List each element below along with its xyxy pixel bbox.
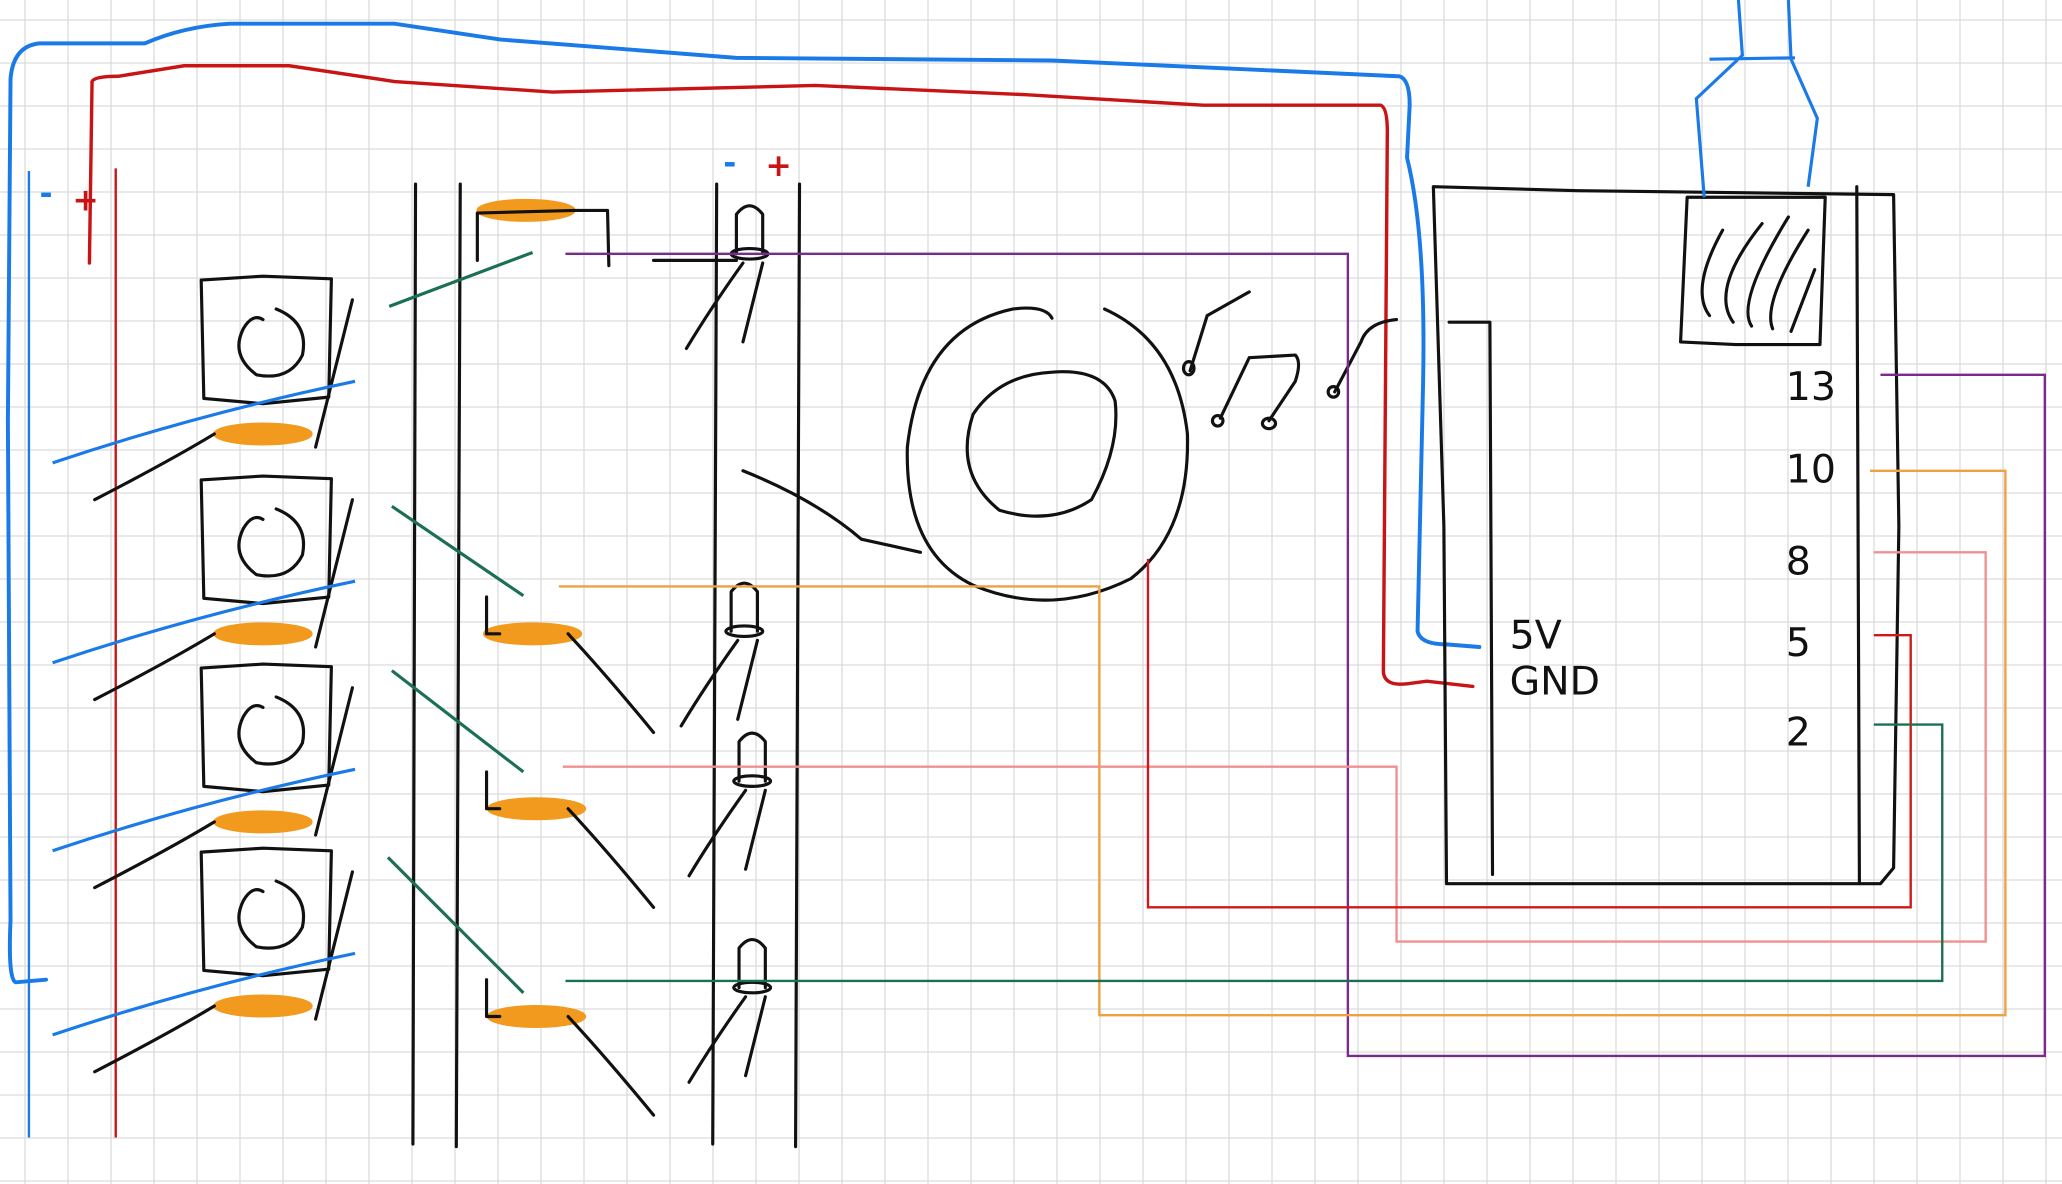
led [732,731,773,788]
pin-label-13: 13 [1786,364,1836,410]
blue-ground-jumper [52,767,356,853]
label-gnd: GND [1510,658,1600,704]
breadboard-rails [411,182,802,1149]
push-button-4 [52,846,356,1074]
pin-label-5: 5 [1786,620,1811,666]
button-body [199,662,333,794]
resistor-lead [475,208,611,268]
led-lead [687,788,767,878]
resistor [213,994,313,1018]
usb-cable [1694,0,1819,198]
push-button-1 [52,274,356,502]
led [729,204,770,261]
button-body [199,846,333,978]
music-notes-icon [1181,290,1399,431]
label-5v: 5V [1510,612,1562,658]
push-button-2 [52,474,356,702]
pin-label-2: 2 [1786,710,1811,756]
resistor [213,422,313,446]
resistor [486,797,587,821]
red-wire-pin5-buzzer [1146,558,1912,909]
pin-label-10: 10 [1786,447,1836,493]
resistor [213,810,313,834]
green-wire-pin2 [565,723,1944,983]
pink-wire-pin8 [562,551,1987,943]
button-body [199,474,333,606]
push-button-3 [52,662,356,890]
resistor-lead [93,432,216,502]
button-cap [237,695,306,766]
led [724,581,765,639]
resistor-lead [484,595,656,735]
arduino-board: 5V GND 13 10 8 5 2 [1431,0,1901,886]
pin-label-8: 8 [1786,539,1811,585]
resistor-lead [93,632,216,702]
button-lead [314,298,354,449]
resistor [213,622,313,646]
resistor [486,1004,587,1029]
resistor [482,622,583,646]
led-lead [684,261,765,351]
green-jumper [390,504,525,597]
right-plus-label: + [765,148,791,184]
green-jumper [386,856,525,994]
blue-ground-jumper [52,579,356,665]
led-lead [687,995,767,1084]
led [732,938,773,995]
orange-wire-pin10 [558,469,2007,1017]
left-minus-label: - [39,176,52,212]
green-jumper [390,669,525,774]
usb-port [1678,195,1827,347]
button-body [199,274,333,406]
left-plus-label: + [72,182,98,218]
purple-wire-pin13 [565,252,2047,1058]
buzzer [741,306,1190,602]
blue-ground-jumper [52,379,356,465]
button-lead [314,686,354,837]
button-lead [314,498,354,649]
resistor-lead [93,1004,216,1074]
resistor-lead [484,978,656,1117]
blue-ground-wire [5,21,1482,985]
button-cap [237,507,306,578]
right-minus-label: - [723,146,736,182]
led-lead [679,638,760,728]
resistor-lead [484,770,656,909]
button-cap [237,307,306,378]
button-lead [314,870,354,1021]
red-power-wire [87,64,1475,689]
blue-ground-jumper [52,951,356,1037]
green-jumper [388,251,534,308]
button-cap [237,879,306,950]
resistor-lead [93,820,216,890]
